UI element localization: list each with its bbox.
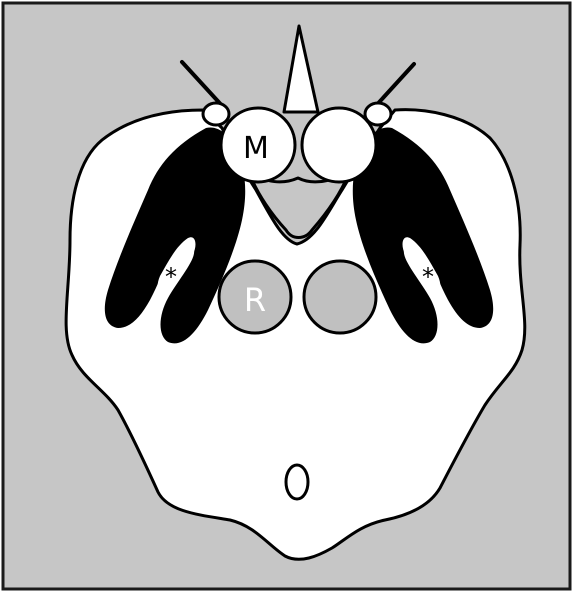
asterisk-left-label: * <box>165 263 177 291</box>
red-nucleus-right <box>304 261 376 333</box>
cerebral-aqueduct <box>286 465 308 499</box>
red-nucleus-label: R <box>244 281 266 319</box>
asterisk-right-label: * <box>422 263 434 291</box>
mammillary-body-right <box>302 108 376 182</box>
mammillary-label: M <box>243 131 269 166</box>
